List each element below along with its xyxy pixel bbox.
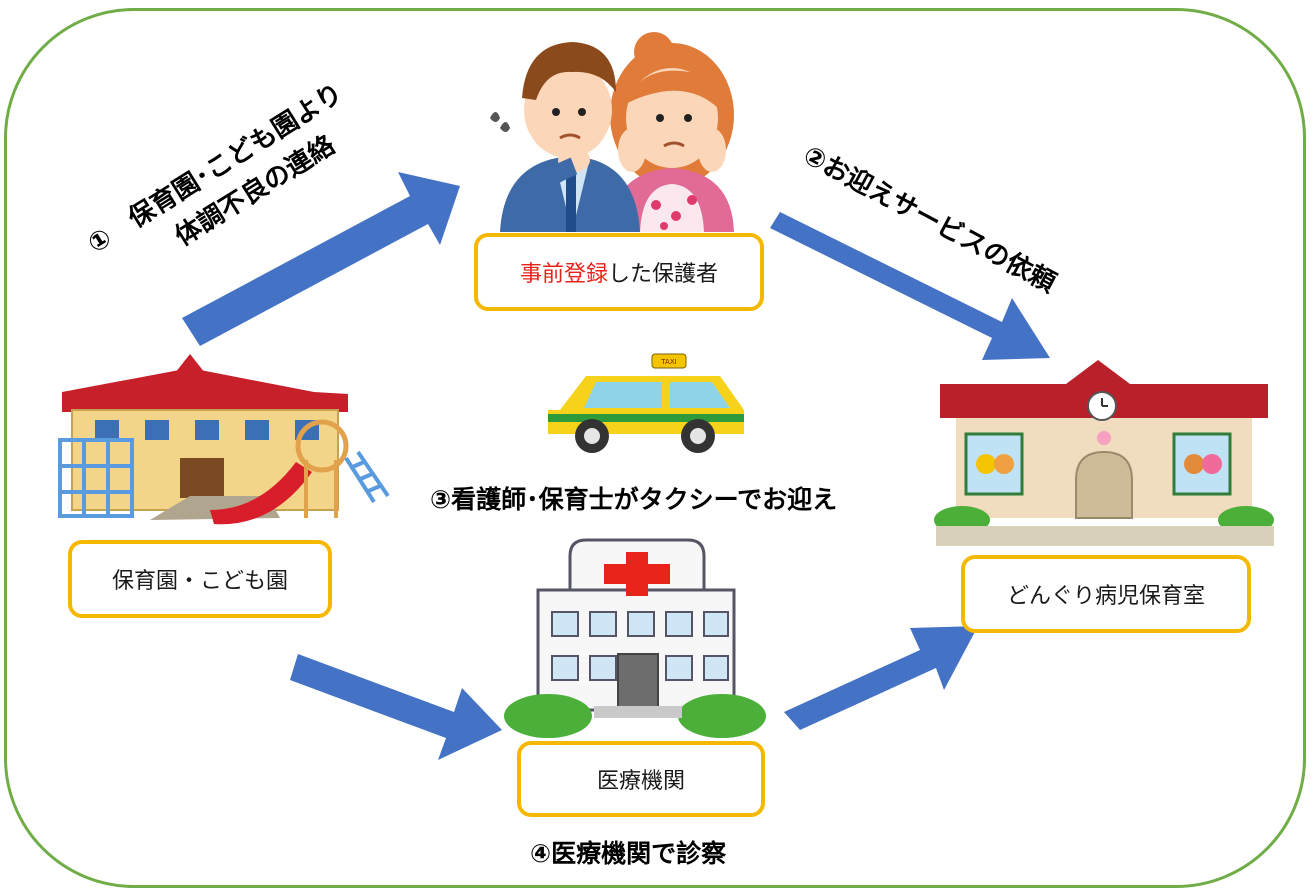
parents-label: した保護者 [608, 262, 719, 287]
taxi-sign: TAXI [660, 358, 676, 366]
sick-childcare-building-illustration [934, 360, 1274, 546]
step4-caption: ④医療機関で診察 [530, 839, 727, 868]
arrow-nursery-to-parents [182, 172, 460, 346]
arrow-parents-to-sickcare [770, 212, 1050, 360]
taxi-illustration: TAXI [548, 353, 744, 453]
sick-childcare-box: どんぐり病児保育室 [961, 555, 1251, 633]
medical-label: 医療機関 [596, 769, 685, 794]
arrow-nursery-to-medical [290, 654, 502, 760]
nursery-school-illustration [58, 354, 390, 525]
nursery-box: 保育園・こども園 [68, 540, 332, 618]
pre-registered-label: 事前登録 [519, 262, 608, 287]
parents-box: 事前登録した保護者 [474, 233, 764, 311]
arrow-medical-to-sickcare [784, 626, 978, 730]
hospital-illustration [504, 538, 766, 738]
parents-illustration [490, 32, 734, 232]
medical-box: 医療機関 [517, 741, 765, 817]
nursery-label: 保育園・こども園 [111, 569, 288, 594]
step3-caption: ③看護師･保育士がタクシーでお迎え [430, 485, 838, 514]
sick-childcare-label: どんぐり病児保育室 [1006, 584, 1205, 609]
